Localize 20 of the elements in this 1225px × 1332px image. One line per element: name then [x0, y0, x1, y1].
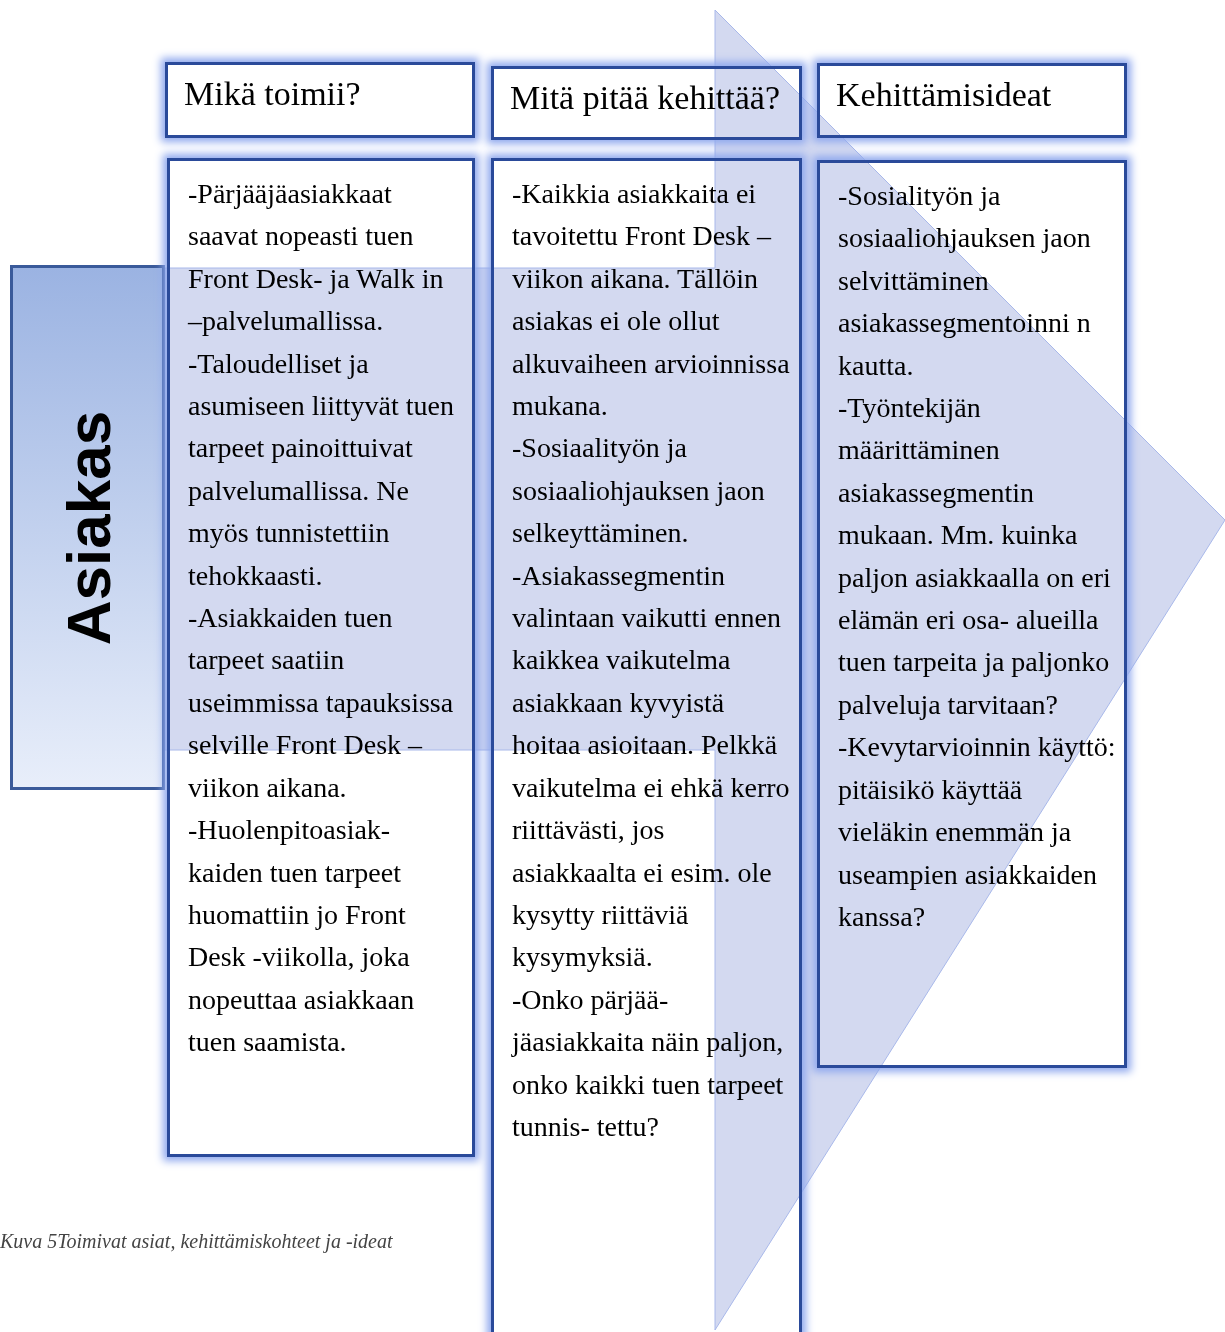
bullet-paragraph: -Taloudelliset ja asumiseen liittyvät tuen tarpeet painoittuivat palvelumallissa. Ne myös tunnistettiin tehokkaasti. — [188, 346, 455, 593]
bullet-paragraph: -Kaikkia asiakkaita ei tavoitettu Front Desk –viikon aikana. Tällöin asiakas ei ole ollut alkuvaiheen arvioinnissa mukana. — [512, 177, 791, 424]
text-column-box — [167, 158, 475, 1157]
column-header: Kehittämisideat — [817, 63, 1127, 138]
bullet-paragraph: -Asiakkaiden tuen tarpeet saatiin useimmissa tapauksissa selville Front Desk –viikon aikana. — [188, 601, 455, 805]
bullet-paragraph: -Sosialityön ja sosiaaliohjauksen jaon selvittäminen asiakassegmentoinni n kautta. — [838, 179, 1092, 383]
column-header: Mitä pitää kehittää? — [491, 66, 802, 140]
figure-caption: Kuva 5Toimivat asiat, kehittämiskohteet ja -ideat — [0, 1230, 393, 1253]
bullet-paragraph: -Kevytarvioinnin käyttö: pitäisikö käyttää vieläkin enemmän ja useampien asiakkaiden kanssa? — [838, 730, 1116, 934]
bullet-paragraph: -Asiakassegmentin valintaan vaikutti ennen kaikkea vaikutelma asiakkaan kyvyistä hoitaa asioitaan. Pelkkä vaikutelma ei ehkä kerro riittävästi, jos asiakkaalta ei esim. ole kysytty riittäviä kysymyksiä. — [512, 558, 791, 975]
bullet-paragraph: -Onko pärjää- jäasiakkaita näin paljon, onko kaikki tuen tarpeet tunnis- tettu? — [512, 982, 785, 1144]
text-column-box — [491, 158, 802, 1332]
vertical-title: Asiakas — [52, 410, 123, 645]
bullet-paragraph: -Työntekijän määrittäminen asiakassegmentin mukaan. Mm. kuinka paljon asiakkaalla on eri elämän eri osa- alueilla tuen tarpeita ja paljonko palveluja tarvitaan? — [838, 391, 1112, 722]
customer-box — [10, 265, 165, 790]
text-column-box — [817, 160, 1127, 1068]
bullet-paragraph: -Huolenpitoasiak- kaiden tuen tarpeet huomattiin jo Front Desk -viikolla, joka nopeuttaa asiakkaan tuen saamista. — [188, 813, 416, 1060]
bullet-paragraph: -Sosiaalityön ja sosiaaliohjauksen jaon selkeyttäminen. — [512, 431, 766, 551]
column-header: Mikä toimii? — [165, 62, 475, 138]
bullet-paragraph: -Pärjääjäasiakkaat saavat nopeasti tuen Front Desk- ja Walk in –palvelumallissa. — [188, 177, 445, 339]
